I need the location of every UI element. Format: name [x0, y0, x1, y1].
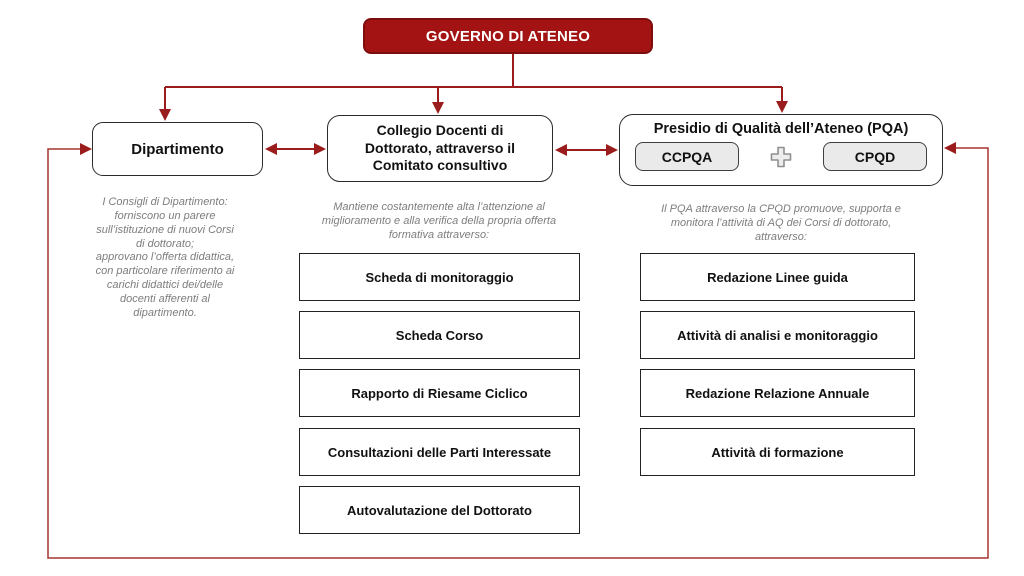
arrow-left-icon — [265, 143, 277, 155]
middle-item-label: Autovalutazione del Dottorato — [347, 502, 532, 518]
governo-di-ateneo-box: GOVERNO DI ATENEO — [363, 18, 653, 54]
middle-list-item: Autovalutazione del Dottorato — [299, 486, 580, 534]
arrow-down-left-icon — [159, 109, 171, 121]
middle-item-label: Rapporto di Riesame Ciclico — [351, 385, 528, 401]
presidio-qualita-box: Presidio di Qualità dell’Ateneo (PQA) CC… — [619, 114, 943, 186]
collegio-docenti-box: Collegio Docenti di Dottorato, attravers… — [327, 115, 553, 182]
right-list-item: Attività di analisi e monitoraggio — [640, 311, 915, 359]
loop-arrow-into-presidio-icon — [944, 142, 956, 154]
dipartimento-label: Dipartimento — [131, 140, 224, 158]
arrow-right-icon — [314, 143, 326, 155]
pqa-subunits-row: CCPQA CPQD — [635, 142, 927, 171]
arrow-down-right-icon — [776, 101, 788, 113]
right-list-item: Redazione Linee guida — [640, 253, 915, 301]
dipartimento-description: I Consigli di Dipartimento: forniscono u… — [95, 196, 235, 319]
pqa-description: Il PQA attraverso la CPQD promuove, supp… — [661, 203, 901, 243]
middle-item-label: Scheda di monitoraggio — [365, 269, 514, 285]
middle-list-item: Scheda di monitoraggio — [299, 253, 580, 301]
right-list-item: Attività di formazione — [640, 428, 915, 476]
dipartimento-box: Dipartimento — [92, 122, 263, 176]
presidio-qualita-label: Presidio di Qualità dell’Ateneo (PQA) — [653, 121, 909, 137]
right-list-item: Redazione Relazione Annuale — [640, 369, 915, 417]
middle-list-item: Rapporto di Riesame Ciclico — [299, 369, 580, 417]
ccpqa-label: CCPQA — [661, 148, 713, 165]
arrow-right-icon — [606, 144, 618, 156]
right-item-label: Redazione Relazione Annuale — [685, 385, 870, 401]
cpqd-label: CPQD — [854, 148, 896, 165]
plus-icon — [770, 146, 792, 167]
governo-di-ateneo-label: GOVERNO DI ATENEO — [425, 27, 591, 45]
middle-item-label: Consultazioni delle Parti Interessate — [327, 444, 552, 460]
feedback-loop-connector — [47, 147, 989, 559]
cpqd-box: CPQD — [823, 142, 927, 171]
right-item-label: Attività di formazione — [711, 444, 844, 460]
collegio-docenti-label: Collegio Docenti di Dottorato, attravers… — [364, 122, 516, 174]
arrow-left-icon — [555, 144, 567, 156]
middle-list-item: Scheda Corso — [299, 311, 580, 359]
right-item-label: Attività di analisi e monitoraggio — [677, 327, 878, 343]
loop-arrow-into-dipartimento-icon — [80, 143, 92, 155]
middle-item-label: Scheda Corso — [395, 327, 484, 343]
ccpqa-box: CCPQA — [635, 142, 739, 171]
right-item-label: Redazione Linee guida — [707, 269, 848, 285]
arrow-down-middle-icon — [432, 102, 444, 114]
middle-list-item: Consultazioni delle Parti Interessate — [299, 428, 580, 476]
collegio-description: Mantiene costantemente alta l’attenzione… — [321, 201, 557, 241]
